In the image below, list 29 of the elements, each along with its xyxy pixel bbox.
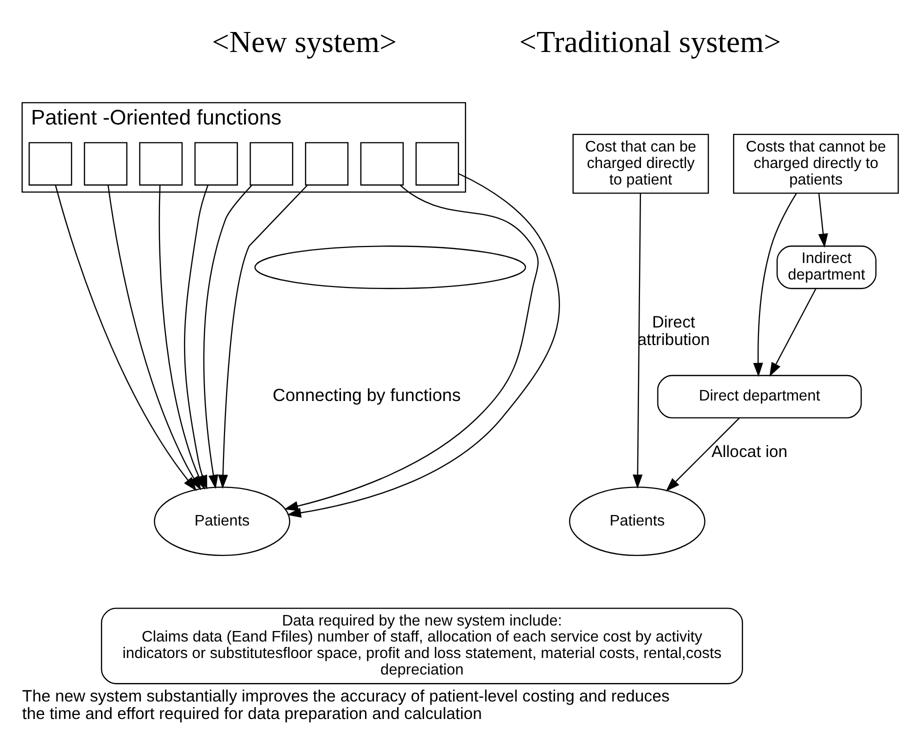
arrow xyxy=(753,192,797,376)
node-box xyxy=(416,142,460,186)
arrow xyxy=(769,288,816,376)
caption: The new system substantially improves the accuracy of patient-level costing and reduces the time and effort required for data preparation and calculation xyxy=(22,686,670,723)
node-box: Direct department xyxy=(657,374,862,418)
node-box: Costs that cannot be charged directly to patients xyxy=(733,133,899,194)
node-box: Data required by the new system include: Claims data (Eand Ffiles) number of staff, allocation of each service cost by activity indicators or substitutesfloor space, profit and loss statement, material costs, rental,costs depreciation xyxy=(100,607,744,684)
node-ellipse: Patients xyxy=(568,486,706,556)
node-box: Indirect department xyxy=(776,245,876,289)
node-ellipse: Patients xyxy=(154,486,290,556)
edge-label: Allocat ion xyxy=(712,442,788,460)
label: <New system> xyxy=(212,24,397,58)
arrow xyxy=(218,184,308,488)
arrow xyxy=(632,192,643,488)
node-box xyxy=(304,142,348,186)
node-box xyxy=(250,142,294,186)
node-box xyxy=(194,142,238,186)
arrow xyxy=(203,184,252,488)
node-ellipse xyxy=(254,245,526,289)
arrow xyxy=(818,193,828,248)
node-box: Cost that can be charged directly to patient xyxy=(572,133,709,194)
node-box xyxy=(139,142,183,186)
node-box xyxy=(84,142,128,186)
label: Connecting by functions xyxy=(272,384,461,404)
cluster: Patient -Oriented functions xyxy=(22,102,466,192)
node-box xyxy=(360,142,404,186)
label: <Traditional system> xyxy=(519,24,781,58)
arrow xyxy=(666,417,740,492)
node-box xyxy=(28,142,72,186)
